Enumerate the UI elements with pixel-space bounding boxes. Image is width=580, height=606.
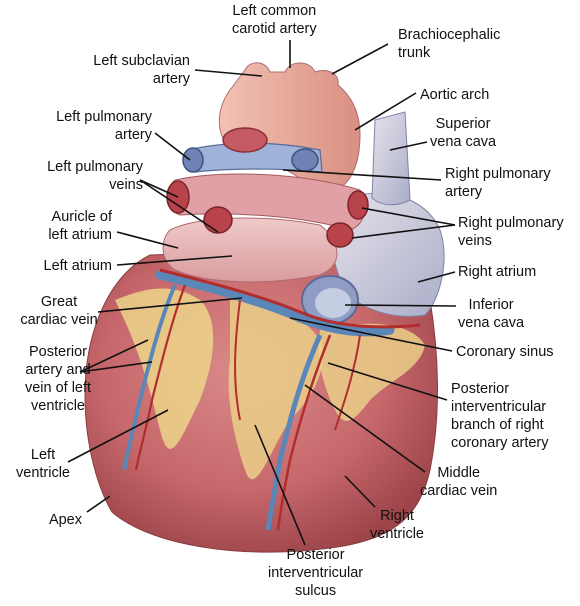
leader-line-posterior-interventricular-sulcus [254,424,306,546]
leader-line-left-atrium [116,255,233,266]
left-ventricle-artery [134,284,187,471]
leader-line-posterior-lv-1 [79,339,149,373]
leader-line-right-atrium [417,271,456,283]
epicardial-fat [228,300,323,480]
leader-line-inferior-vena-cava [344,304,457,307]
leader-line-superior-vena-cava [389,141,428,151]
vessel-branch [334,334,361,431]
leader-line-aortic-arch [354,92,417,131]
leader-line-left-pulmonary-artery [154,132,191,161]
right-pulmonary-vein-lumen [347,190,369,220]
leader-line-great-cardiac-vein [97,297,243,313]
epicardial-fat [115,288,214,449]
label-right-atrium: Right atrium [458,264,537,280]
leader-line-posterior-lv-2 [79,361,153,373]
aortic-arch-lumen [222,127,268,153]
leader-line-apex [86,495,111,513]
posterior-interventricular-artery [276,334,332,531]
leader-line-right-ventricle [344,475,376,508]
leader-line-coronary-sinus [289,317,453,352]
leader-line-right-pulmonary-veins-1 [361,207,456,226]
left-pulmonary-artery-lumen [182,147,204,173]
label-aortic-arch: Aortic arch [420,87,490,103]
inferior-vena-cava-lumen [315,288,351,318]
superior-vena-cava-shape [371,111,411,206]
label-coronary-sinus: Coronary sinus [456,344,554,360]
leader-line-left-pulmonary-veins-1 [139,179,179,198]
leader-line-left-ventricle [67,409,169,463]
label-left-atrium: Left atrium [43,258,113,274]
leader-line-left-subclavian [194,69,263,77]
leader-line-posterior-interventricular-branch [327,362,448,401]
leader-line-auricle-left-atrium [116,231,179,249]
right-pulmonary-vein-lumen [326,222,354,248]
leader-line-middle-cardiac-vein [304,384,426,473]
leader-line-brachiocephalic [331,43,389,75]
leader-line-left-pulmonary-veins-2 [139,179,219,233]
label-apex: Apex [48,512,82,528]
posterior-interventricular-vessels [265,333,323,531]
coronary-artery-shape [159,268,421,329]
left-atrium-shape [162,217,338,283]
leader-line-right-pulmonary-artery [282,169,442,181]
leader-line-right-pulmonary-veins-2 [351,224,456,239]
left-ventricle-vessels [122,284,177,471]
vessel-branch [234,299,241,421]
